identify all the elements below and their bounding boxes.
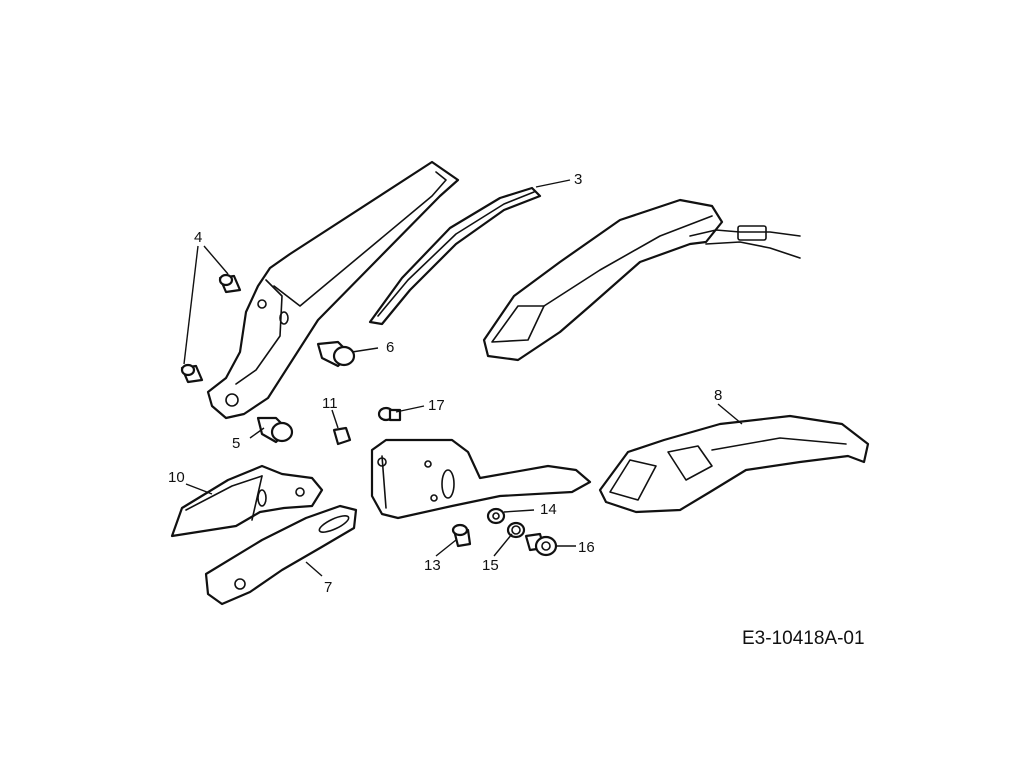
callout-5: 5 bbox=[232, 435, 240, 452]
screw-lower-part bbox=[180, 363, 204, 384]
callout-8: 8 bbox=[714, 387, 722, 404]
screw-upper-part bbox=[218, 273, 242, 294]
pin-13-part bbox=[451, 523, 472, 548]
pin-6-part bbox=[316, 340, 356, 368]
upper-handle-part bbox=[206, 160, 460, 420]
callout-7: 7 bbox=[324, 579, 332, 596]
callout-11: 11 bbox=[322, 395, 338, 412]
callout-15: 15 bbox=[482, 557, 499, 574]
callout-10: 10 bbox=[168, 469, 185, 486]
lower-grip-part bbox=[598, 414, 870, 514]
pin-5-part bbox=[256, 416, 294, 444]
washer-15-part bbox=[506, 521, 526, 539]
drawing-number: E3-10418A-01 bbox=[742, 628, 865, 649]
washer-14-part bbox=[486, 507, 506, 525]
callout-13: 13 bbox=[424, 557, 441, 574]
callout-17: 17 bbox=[428, 397, 445, 414]
callout-16: 16 bbox=[578, 539, 595, 556]
lower-arm-part bbox=[204, 504, 358, 606]
leader-lines bbox=[183, 179, 743, 577]
callout-6: 6 bbox=[386, 339, 394, 356]
bolt-17-part bbox=[377, 406, 402, 422]
blade-holder-part bbox=[370, 438, 592, 520]
blade-part bbox=[170, 464, 324, 538]
bolt-16-part bbox=[524, 532, 558, 557]
callout-3: 3 bbox=[574, 171, 582, 188]
callout-14: 14 bbox=[540, 501, 557, 518]
upper-grip-part bbox=[482, 198, 801, 362]
callout-4: 4 bbox=[194, 229, 202, 246]
curved-strip-part bbox=[368, 186, 542, 326]
small-cylinder-part bbox=[332, 426, 352, 446]
